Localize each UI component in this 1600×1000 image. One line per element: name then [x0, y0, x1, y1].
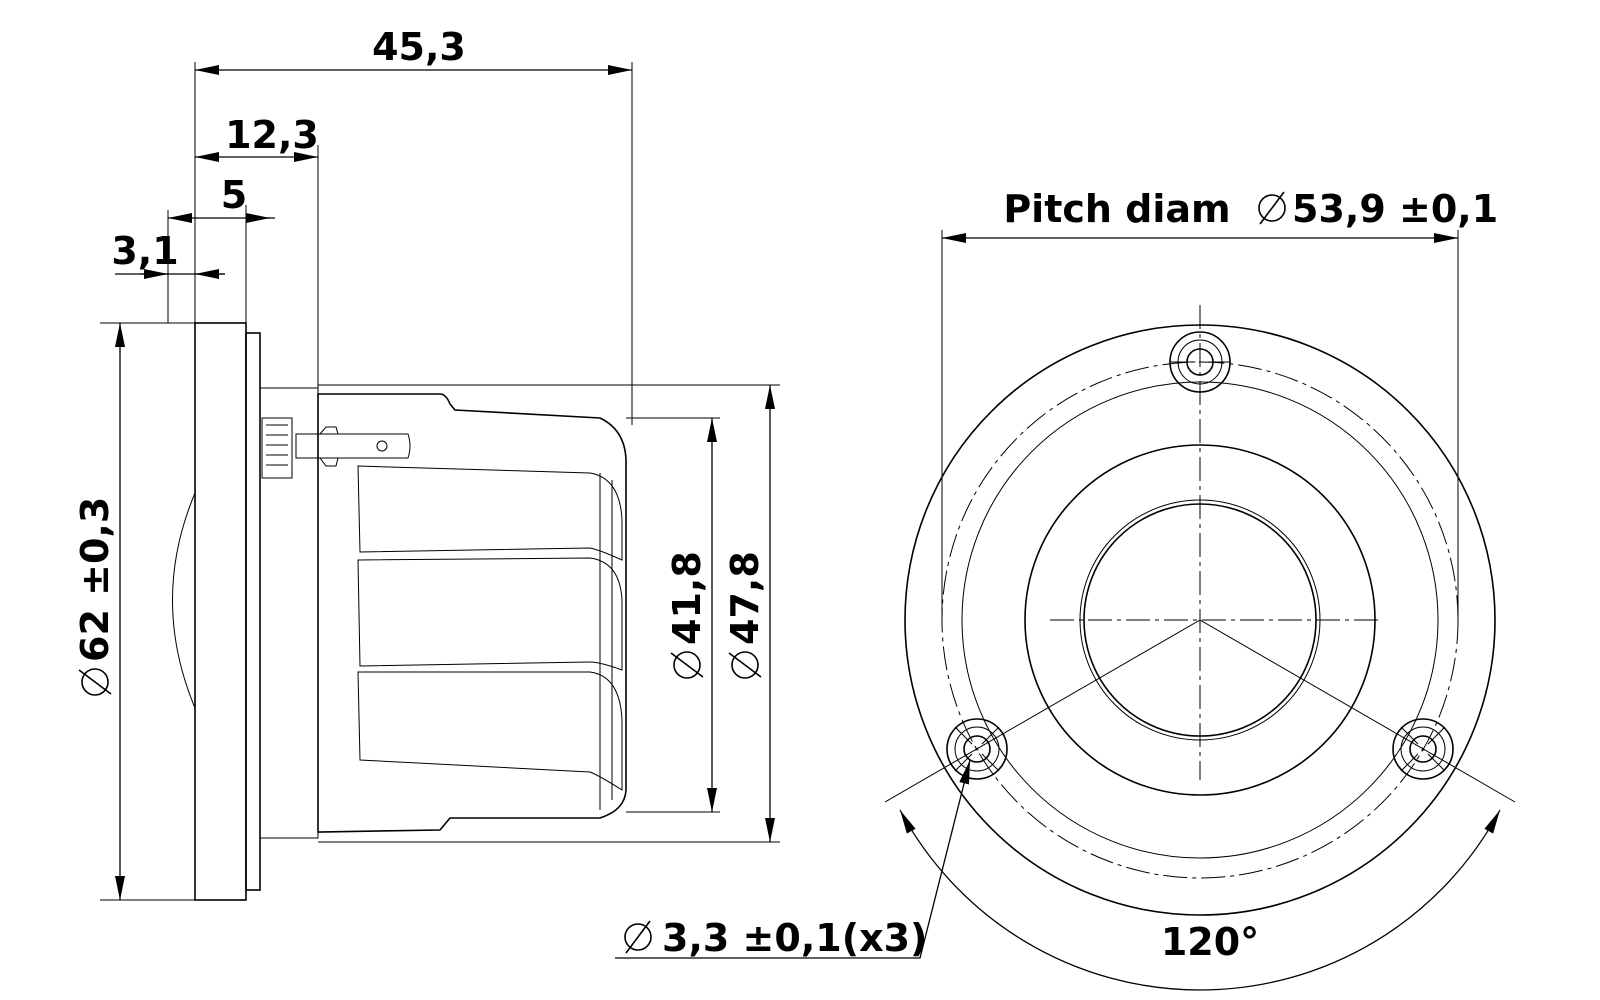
hole-spec-label: 3,3 ±0,1(x3): [662, 916, 927, 960]
solder-tab: [295, 433, 411, 459]
side-view: [100, 62, 780, 901]
dim-front-diameter-group: 62 ±0,3: [73, 497, 117, 696]
dim-body-diameter: 47,8: [723, 551, 767, 645]
rib-middle: [357, 557, 623, 671]
hole-leader: [615, 759, 971, 959]
dim-flange-thickness: 5: [221, 173, 247, 217]
rib-bottom: [357, 671, 623, 791]
dim-overall-depth: 45,3: [372, 25, 466, 69]
dim-body-diameter-group: 47,8: [723, 551, 767, 679]
dim-magnet-diameter-group: 41,8: [665, 551, 709, 679]
dim-magnet-diameter: 41,8: [665, 551, 709, 645]
dim-rear-depth: 12,3: [225, 113, 319, 157]
dim-front-diameter: 62 ±0,3: [73, 497, 117, 662]
pitch-diameter-value: 53,9 ±0,1: [1292, 187, 1498, 231]
angle-label: 120°: [1161, 920, 1259, 964]
front-plate: [194, 322, 247, 901]
angle-arc: [899, 809, 1501, 991]
hole-phi-symbol: [624, 920, 652, 954]
mounting-hole-top: [1169, 331, 1231, 393]
extension-lines: [100, 62, 780, 901]
mounting-flange: [245, 332, 261, 891]
rib-top: [357, 465, 623, 561]
magnet-housing: [317, 393, 627, 833]
dome-outline: [172, 492, 196, 709]
front-view: [615, 230, 1516, 991]
terminal-block: [261, 417, 293, 479]
pitch-diameter-label: Pitch diam: [1003, 187, 1230, 231]
pitch-phi-symbol: [1258, 191, 1286, 225]
dim-dome-protrusion: 3,1: [111, 229, 178, 273]
